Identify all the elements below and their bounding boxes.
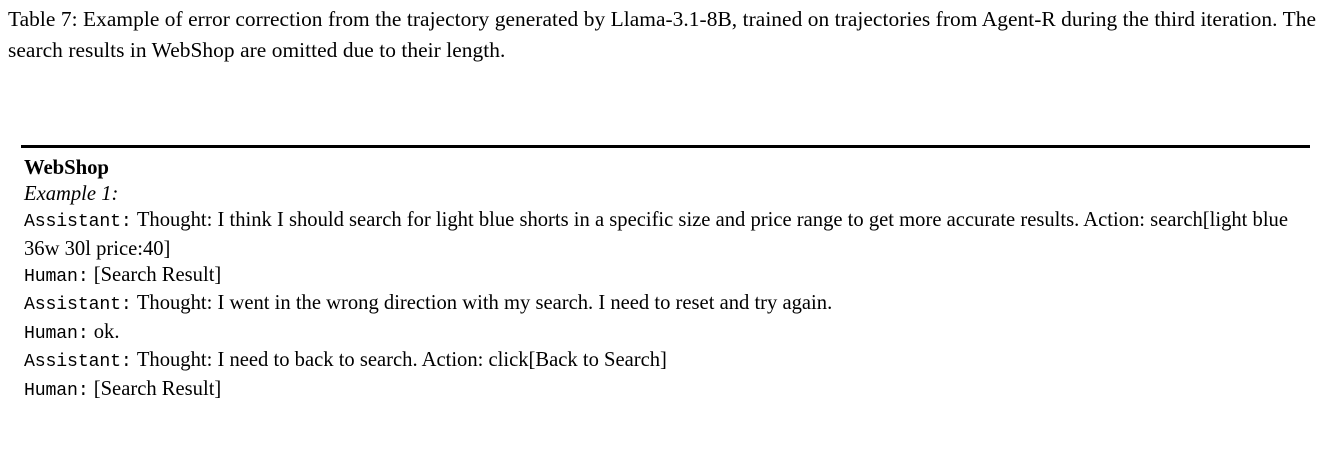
- turn-text: ok.: [93, 320, 120, 343]
- turn-speaker: Assistant:: [24, 352, 132, 373]
- dialogue-turn: Assistant: Thought: I need to back to se…: [21, 347, 1310, 375]
- dialogue-turn: Assistant: Thought: I think I should sea…: [21, 207, 1310, 262]
- turn-speaker: Assistant:: [24, 295, 132, 316]
- table-top-rule: [21, 145, 1310, 148]
- dialogue-turn: Assistant: Thought: I went in the wrong …: [21, 290, 1310, 318]
- dialogue-turn: Human: ok.: [21, 319, 1310, 347]
- table-section-header: WebShop: [24, 155, 109, 179]
- turn-text: Thought: I went in the wrong direction w…: [136, 292, 833, 315]
- turn-speaker: Human:: [24, 267, 89, 287]
- dialogue-turn: Human: [Search Result]: [21, 376, 1310, 404]
- turn-text: Thought: I need to back to search. Actio…: [136, 349, 667, 372]
- dialogue-turn: Human: [Search Result]: [21, 262, 1310, 290]
- turn-speaker: Human:: [24, 380, 89, 401]
- turn-text: [Search Result]: [93, 264, 222, 286]
- turn-text: Thought: I think I should search for lig…: [24, 209, 1288, 260]
- table-body: WebShop Example 1: Assistant: Thought: I…: [21, 148, 1310, 404]
- turn-text: [Search Result]: [93, 377, 222, 400]
- table-block: WebShop Example 1: Assistant: Thought: I…: [21, 145, 1310, 404]
- table-caption: Table 7: Example of error correction fro…: [8, 4, 1316, 65]
- caption-text: Table 7: Example of error correction fro…: [8, 7, 1316, 62]
- turn-speaker: Human:: [24, 323, 89, 344]
- example-label: Example 1:: [24, 182, 119, 205]
- turn-speaker: Assistant:: [24, 212, 132, 233]
